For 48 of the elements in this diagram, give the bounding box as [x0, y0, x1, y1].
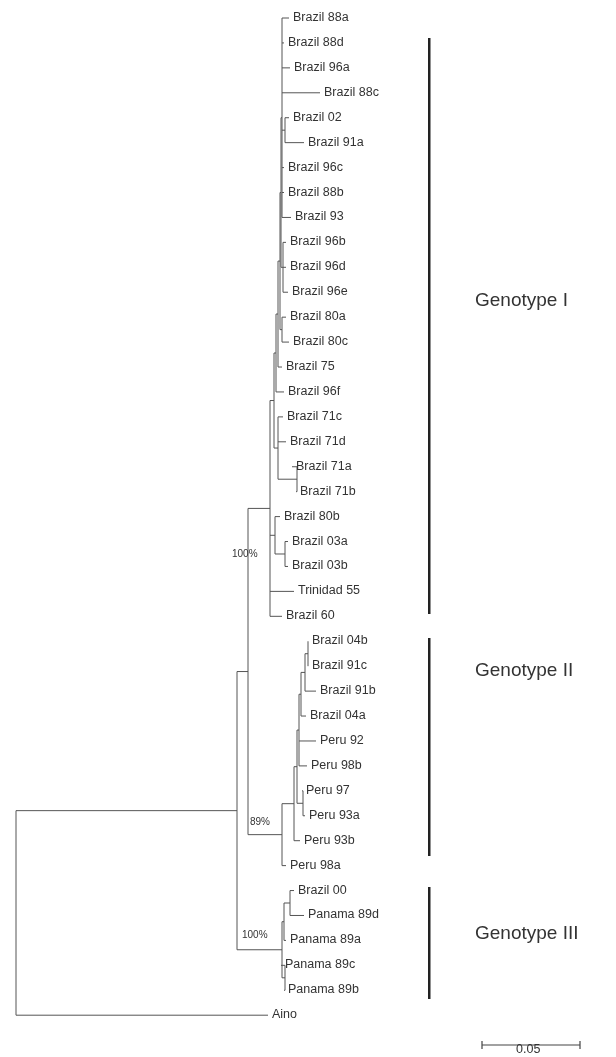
taxon-label: Brazil 88b: [288, 185, 344, 198]
taxon-label: Brazil 71b: [300, 484, 356, 498]
taxon-label: Brazil 91c: [312, 659, 367, 672]
taxon-label: Brazil 03a: [292, 534, 348, 547]
taxon-label: Brazil 96d: [290, 260, 346, 273]
taxon-label: Panama 89d: [308, 908, 379, 921]
taxon-label: Brazil 96c: [288, 160, 343, 174]
taxon-label: Peru 98a: [290, 858, 341, 872]
genotype-label: Genotype II: [475, 660, 574, 679]
taxon-label: Brazil 80c: [293, 335, 348, 348]
taxon-label: Panama 89c: [285, 958, 356, 971]
taxon-label: Brazil 04b: [312, 634, 368, 647]
taxon-label: Brazil 91a: [308, 135, 364, 149]
taxon-label: Brazil 96b: [290, 235, 346, 248]
taxon-label: Brazil 75: [286, 360, 335, 373]
taxon-label: Brazil 02: [293, 110, 342, 124]
taxon-label: Brazil 96e: [292, 285, 348, 298]
genotype-label: Genotype III: [475, 923, 579, 942]
taxon-label: Brazil 96f: [288, 384, 341, 398]
taxon-label: Brazil 88d: [288, 35, 344, 49]
taxon-label: Brazil 04a: [310, 709, 366, 722]
taxon-label: Brazil 91b: [320, 684, 376, 697]
taxon-label: Panama 89b: [288, 983, 359, 996]
taxon-label: Brazil 71c: [287, 409, 342, 423]
taxon-label: Brazil 71a: [296, 459, 352, 473]
taxon-label: Peru 93b: [304, 833, 355, 847]
taxon-label: Peru 92: [320, 733, 364, 747]
taxon-label: Aino: [272, 1008, 298, 1021]
taxon-label: Panama 89a: [290, 933, 361, 946]
bootstrap-value: 100%: [232, 549, 258, 559]
taxon-label: Brazil 80a: [290, 310, 346, 323]
taxon-label: Brazil 96a: [294, 60, 350, 74]
taxon-label: Brazil 88c: [324, 85, 379, 99]
taxon-label: Brazil 88a: [293, 11, 349, 24]
taxon-label: Brazil 80b: [284, 509, 340, 523]
taxon-label: Peru 97: [306, 783, 350, 797]
taxon-label: Brazil 60: [286, 609, 335, 622]
taxon-label: Trinidad 55: [298, 584, 361, 597]
bootstrap-value: 89%: [250, 817, 270, 827]
taxon-label: Peru 98b: [311, 758, 362, 772]
taxon-label: Peru 93a: [309, 808, 360, 822]
scale-value: 0.05: [516, 1043, 541, 1056]
taxon-label: Brazil 93: [295, 210, 344, 223]
taxon-label: Brazil 71d: [290, 434, 346, 448]
taxon-label: Brazil 00: [298, 883, 347, 897]
taxon-label: Brazil 03b: [292, 559, 348, 572]
genotype-label: Genotype I: [475, 290, 568, 309]
bootstrap-value: 100%: [242, 930, 268, 940]
